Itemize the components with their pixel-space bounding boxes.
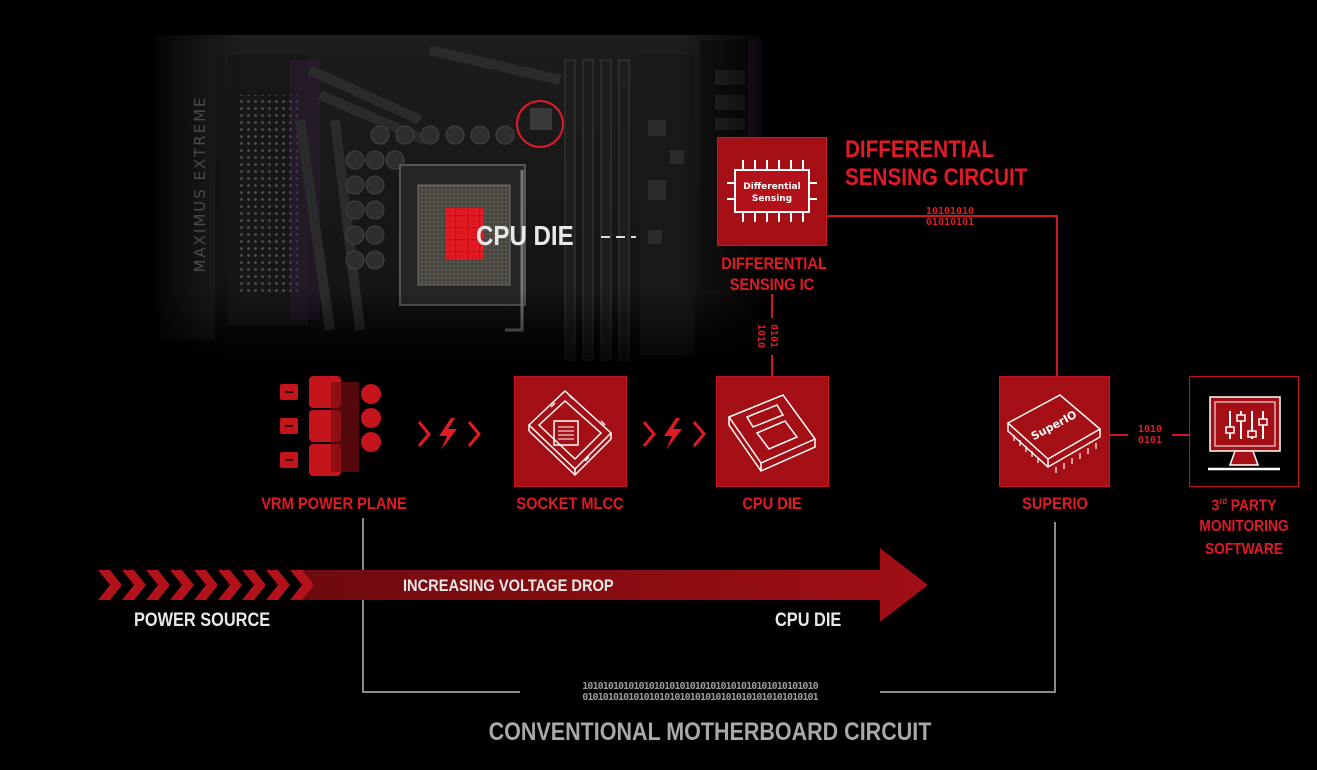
diff-sensing-ic-box: Differential Sensing [717,137,827,246]
diff-to-superio-line [827,215,1058,376]
arrow-cpu-die-label: CPU DIE [775,610,842,631]
diff-chip-icon [727,160,817,222]
socket-mlcc-box [514,376,627,487]
voltage-drop-label: INCREASING VOLTAGE DROP [403,576,614,595]
diff-circuit-title-line1: DIFFERENTIAL [845,136,995,163]
conventional-loop-right [880,522,1056,693]
diff-chip-label-line2: Sensing [751,194,793,204]
diff-bits-bottom: 01010101 [925,217,975,228]
superio-software-bits-bottom: 0101 [1137,435,1163,446]
monitor-sliders-icon [1208,396,1281,471]
vrm-power-plane-icon [280,376,381,476]
diff-chip-label-line1: Differential [743,182,801,192]
software-label-line1: 3rd PARTY [1188,496,1300,515]
diff-ic-label-line2: SENSING IC [729,275,815,294]
vrm-power-plane-label: VRM POWER PLANE [261,494,407,513]
conventional-bits-bottom: 0101010101010101010101010101010101010101… [582,692,818,703]
conventional-circuit-label: CONVENTIONAL MOTHERBOARD CIRCUIT [488,718,932,746]
diff-ic-label-line1: DIFFERENTIAL [721,254,827,273]
software-label-line2: MONITORING [1199,518,1289,535]
socket-mlcc-icon [527,389,613,477]
socket-mlcc-label: SOCKET MLCC [516,494,624,513]
software-label-party: PARTY [1226,497,1277,515]
superio-chip-icon [1006,394,1102,473]
software-label-line3: SOFTWARE [1205,541,1283,558]
conventional-bits-top: 1010101010101010101010101010101010101010… [582,681,818,692]
power-flow-arrow-1 [417,418,481,450]
superio-software-bits-top: 1010 [1137,424,1163,435]
software-box [1189,376,1299,487]
power-flow-arrow-2 [642,418,706,450]
voltage-arrow-body [300,548,928,622]
superio-label: SUPERIO [1022,494,1088,513]
diff-circuit-title-line2: SENSING CIRCUIT [845,164,1028,191]
cpu-die-box [716,376,829,487]
diff-bits-top: 10101010 [925,206,975,217]
power-source-label: POWER SOURCE [134,610,271,631]
software-label-ordinal-suffix: rd [1219,496,1227,506]
superio-box: SuperIO [999,376,1110,487]
cpu-die-icon [727,394,817,472]
cpu-die-label: CPU DIE [742,494,802,513]
software-label-ordinal: 3 [1211,497,1220,515]
voltage-arrow-chevrons [98,570,314,600]
cpu-die-callout: CPU DIE [476,220,574,251]
